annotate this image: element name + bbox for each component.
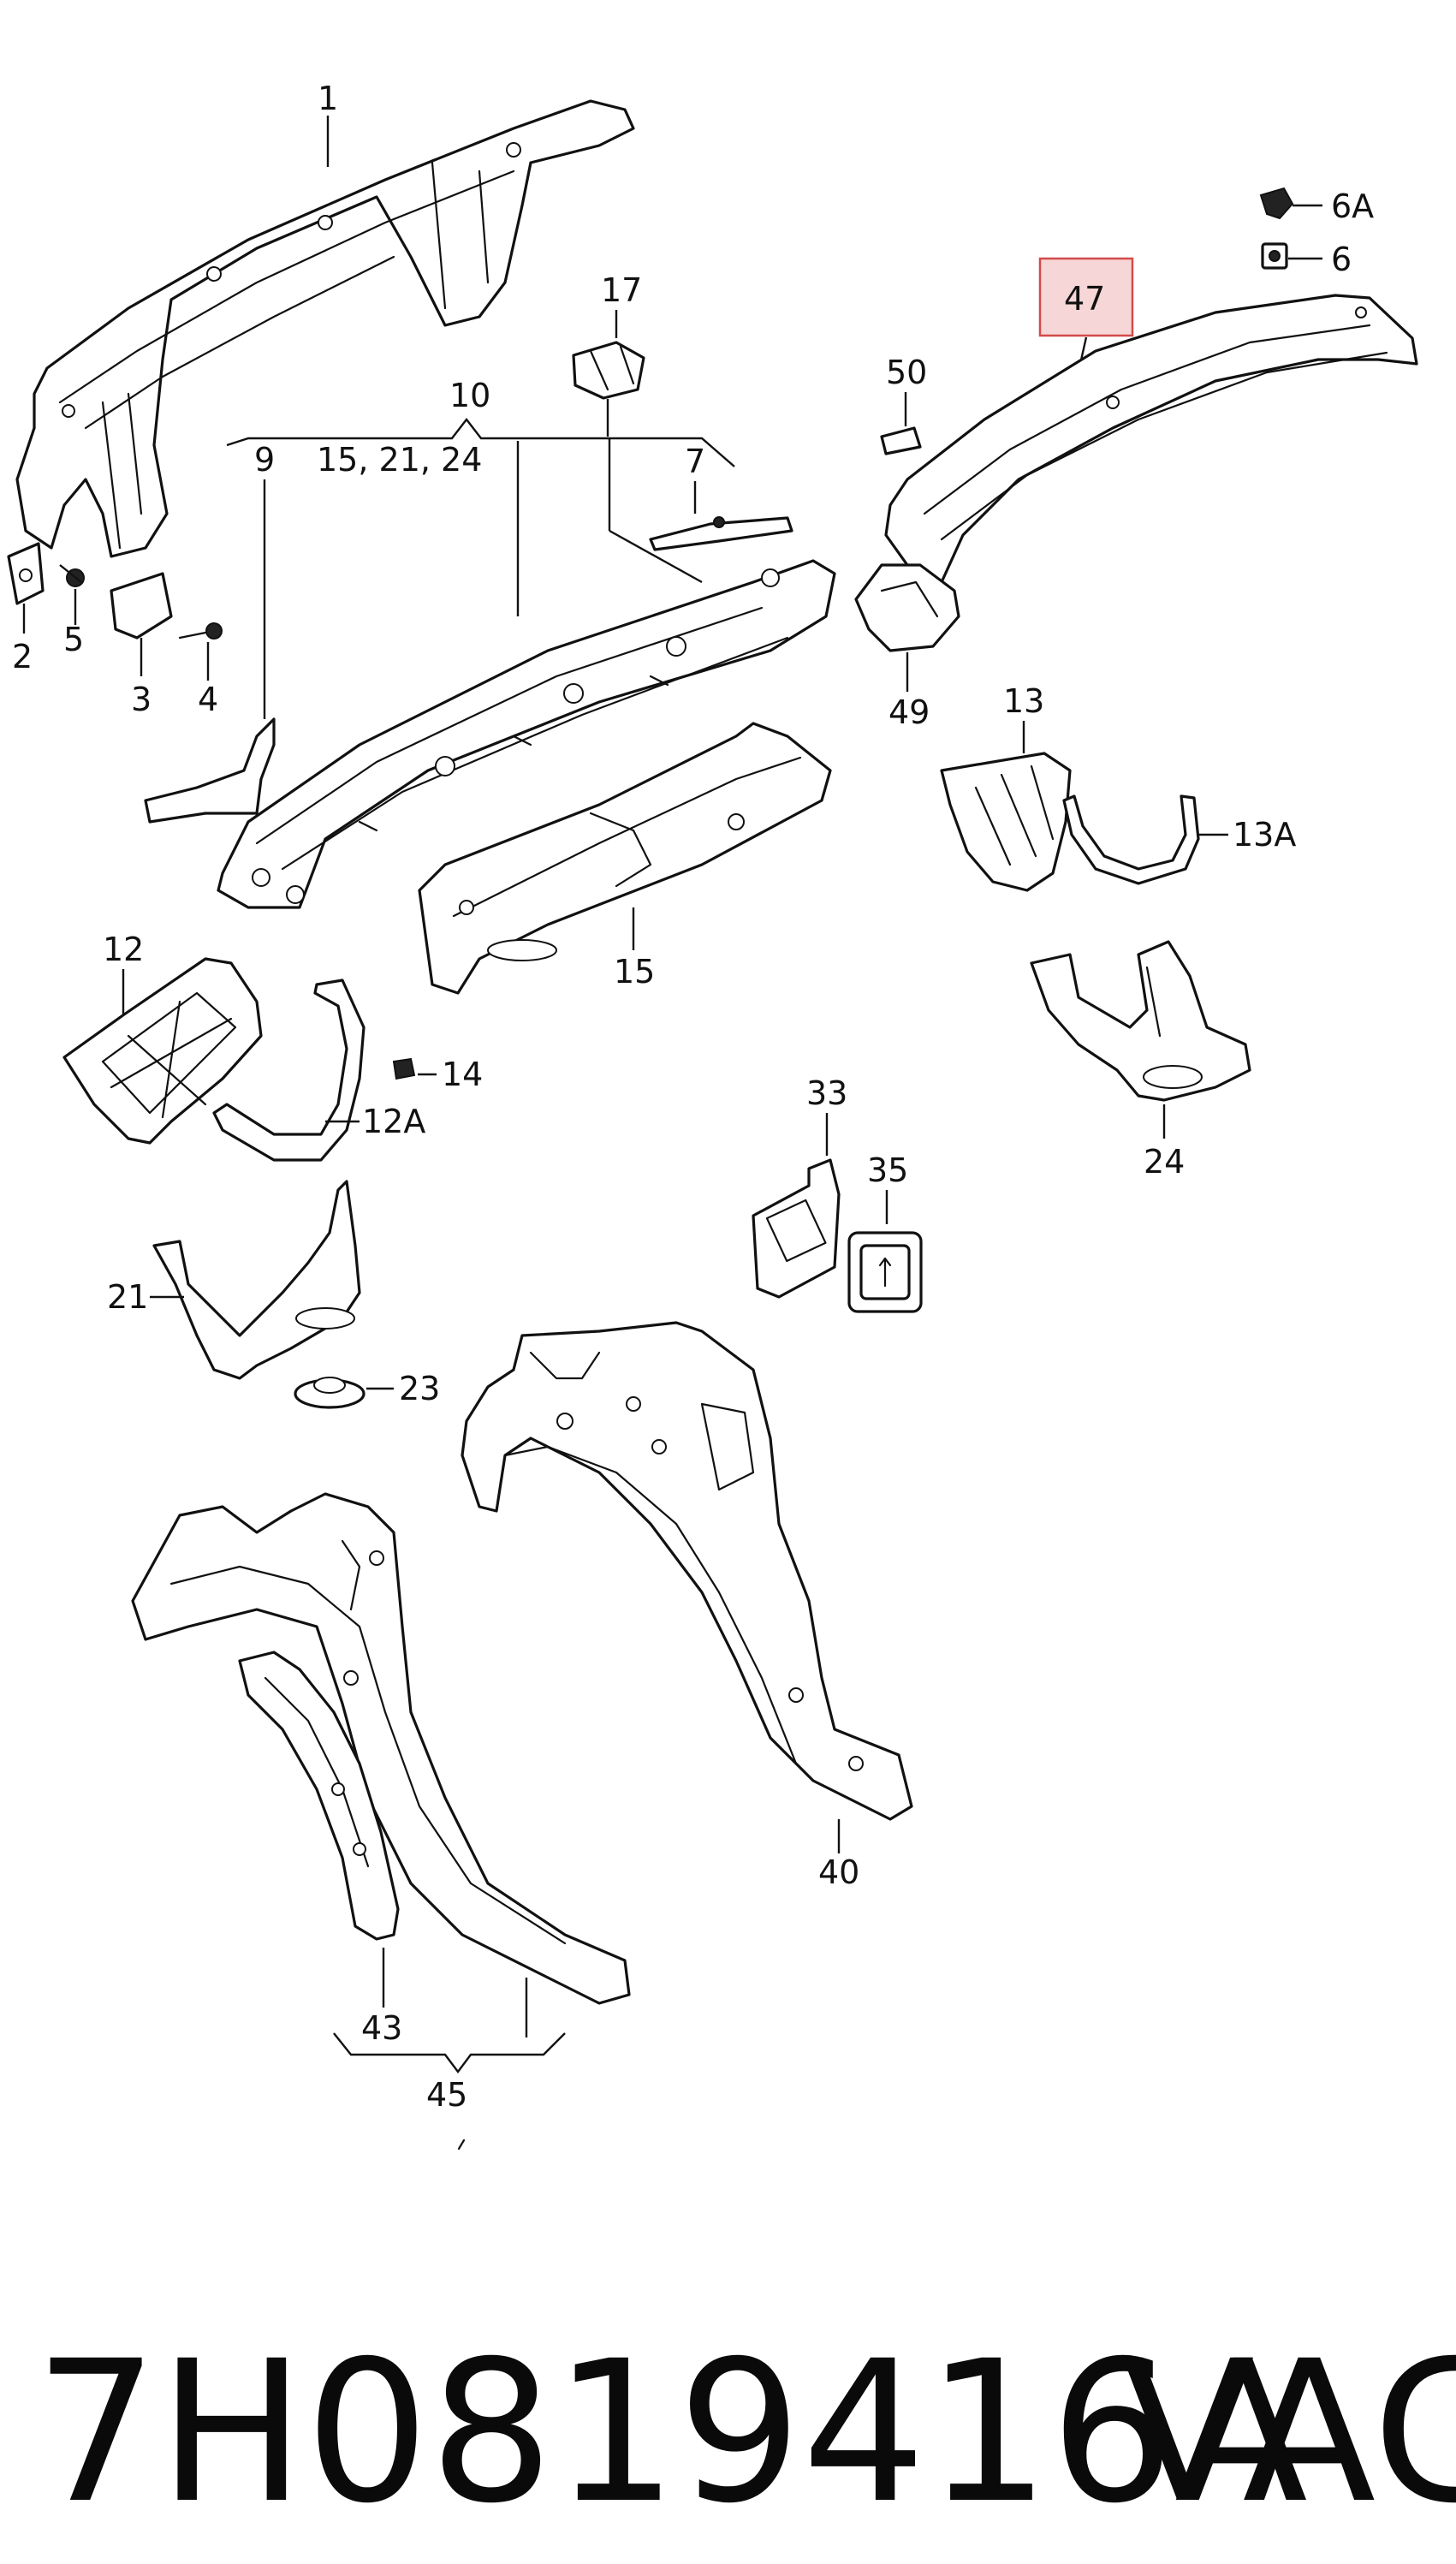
label-2: 2 (12, 638, 33, 675)
label-40: 40 (818, 1853, 859, 1891)
label-49: 49 (888, 693, 930, 731)
part-10-rear-panel (217, 559, 836, 909)
highlight-box-47 (1038, 257, 1134, 337)
leader-10 (226, 418, 735, 467)
label-23: 23 (399, 1370, 440, 1407)
label-5: 5 (63, 621, 84, 658)
part-14-bolt (392, 1057, 416, 1080)
label-1: 1 (318, 80, 338, 117)
part-13a-seal (1062, 794, 1200, 885)
part-45-inner-panel (131, 1492, 631, 2005)
label-10: 10 (449, 377, 490, 414)
label-45: 45 (426, 2076, 467, 2114)
part-17-clip (572, 341, 645, 400)
label-17: 17 (601, 271, 642, 309)
part-23-plug (294, 1377, 365, 1409)
stray-mark (457, 2139, 466, 2151)
label-50: 50 (886, 354, 927, 391)
part-9-bracket (144, 717, 276, 824)
part-5-bolt (59, 564, 85, 587)
label-12: 12 (103, 931, 144, 968)
label-43: 43 (361, 2009, 402, 2047)
label-47: 47 (1064, 280, 1105, 318)
part-4-bolt (178, 622, 223, 640)
part-24-panel (1030, 940, 1251, 1102)
part-number-text: 7H0819416A (34, 2318, 1308, 2546)
leader-10c (609, 529, 703, 584)
part-6a-clip (1259, 187, 1294, 220)
part-47-wheel-arch[interactable] (884, 294, 1418, 584)
part-6-nut (1261, 242, 1288, 270)
label-9: 9 (254, 441, 275, 479)
part-12a-seal (212, 979, 365, 1162)
part-40-side-panel (461, 1321, 913, 1821)
label-24: 24 (1144, 1143, 1185, 1181)
part-49-bracket (854, 563, 960, 652)
label-35: 35 (867, 1151, 908, 1189)
part-50-clip (880, 426, 922, 455)
label-6: 6 (1331, 241, 1352, 278)
label-21: 21 (107, 1278, 148, 1316)
label-13a: 13A (1233, 816, 1296, 854)
part-43-wheelhouse (238, 1651, 400, 1941)
label-7: 7 (685, 443, 705, 480)
label-13: 13 (1003, 682, 1044, 720)
brand-text: VAG (1121, 2318, 1456, 2546)
label-12a: 12A (362, 1103, 425, 1140)
label-14: 14 (442, 1056, 483, 1093)
part-13-cover (940, 752, 1072, 892)
label-3: 3 (131, 681, 152, 718)
part-21-bracket (152, 1180, 361, 1380)
part-1-cross-member (15, 99, 635, 558)
part-15-panel (418, 722, 832, 995)
leader-45 (333, 2032, 566, 2073)
part-2-bracket (7, 542, 45, 605)
label-6a: 6A (1331, 187, 1374, 225)
label-15-21-24: 15, 21, 24 (317, 441, 482, 479)
label-4: 4 (198, 681, 218, 718)
part-7-strip (649, 516, 793, 551)
label-15: 15 (614, 953, 655, 991)
label-33: 33 (806, 1074, 847, 1112)
part-3-bracket (110, 572, 173, 640)
part-33-cover (752, 1158, 841, 1299)
part-12-cover (62, 957, 263, 1145)
part-35-cap (847, 1231, 923, 1313)
